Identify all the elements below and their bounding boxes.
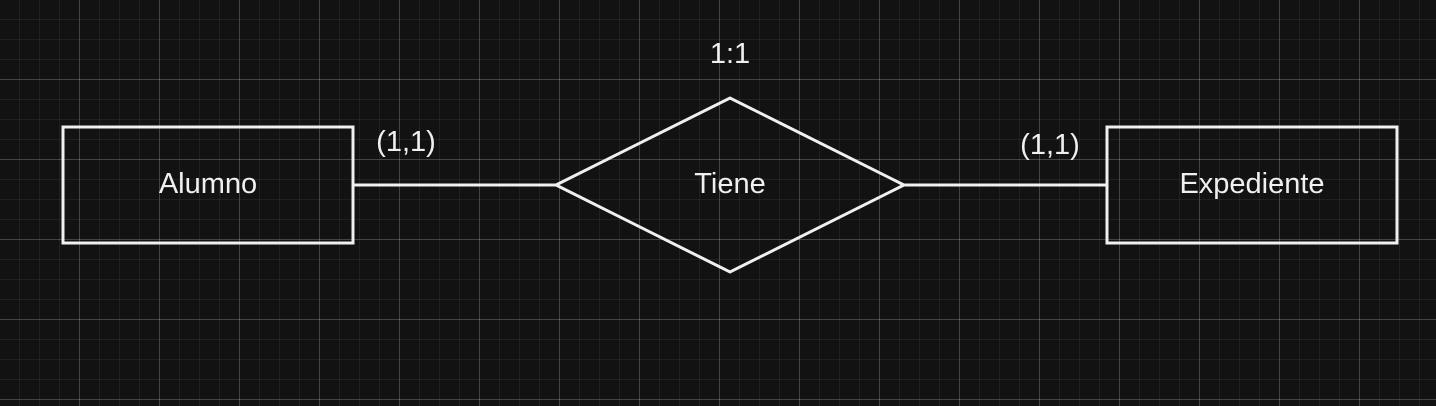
relationship-tiene-label: Tiene <box>694 168 766 200</box>
entity-alumno-label: Alumno <box>158 168 258 200</box>
entity-expediente-label: Expediente <box>1179 168 1325 200</box>
participation-right-label: (1,1) <box>1020 129 1080 161</box>
relationship-cardinality-label: 1:1 <box>709 38 751 70</box>
participation-left-label: (1,1) <box>376 126 436 158</box>
